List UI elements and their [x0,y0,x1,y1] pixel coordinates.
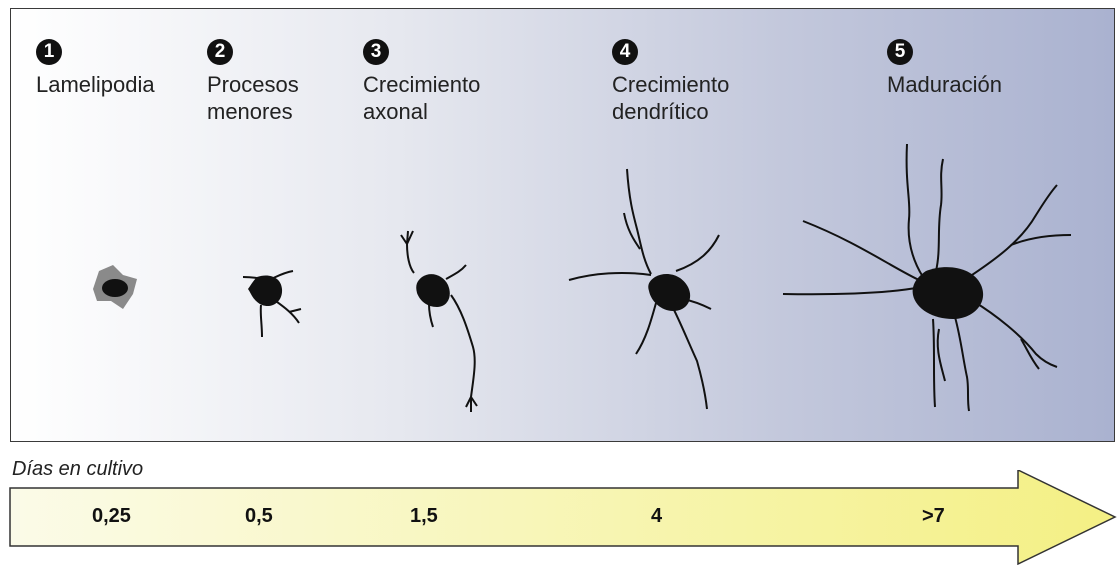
neuron-stage-2-procesos-menores [243,271,301,337]
timeline-day-5: >7 [922,505,945,528]
stage-4-number-badge: 4 [612,39,638,65]
stage-2-label: Procesos menores [207,71,299,125]
timeline-day-4: 4 [651,505,662,528]
stage-1: 1 Lamelipodia [36,39,155,98]
stage-5: 5 Maduración [887,39,1002,98]
timeline-day-2: 0,5 [245,505,273,528]
development-stages-panel: 1 Lamelipodia 2 Procesos menores 3 Creci… [10,8,1115,442]
stage-1-label: Lamelipodia [36,71,155,98]
timeline-day-1: 0,25 [92,505,131,528]
stage-2: 2 Procesos menores [207,39,299,125]
stage-4-label: Crecimiento dendrítico [612,71,729,125]
stage-5-label: Maduración [887,71,1002,98]
neuron-stage-3-crecimiento-axonal [401,231,477,412]
stage-3: 3 Crecimiento axonal [363,39,480,125]
stage-3-number-badge: 3 [363,39,389,65]
neuron-stage-5-maduracion [783,144,1071,411]
stage-4: 4 Crecimiento dendrítico [612,39,729,125]
timeline-day-3: 1,5 [410,505,438,528]
stage-5-number-badge: 5 [887,39,913,65]
timeline-arrow [0,470,1118,565]
stage-3-label: Crecimiento axonal [363,71,480,125]
neuron-stage-4-crecimiento-dendritico [569,169,719,409]
stage-1-number-badge: 1 [36,39,62,65]
neuron-stage-1-lamelipodia [93,265,137,309]
stage-2-number-badge: 2 [207,39,233,65]
